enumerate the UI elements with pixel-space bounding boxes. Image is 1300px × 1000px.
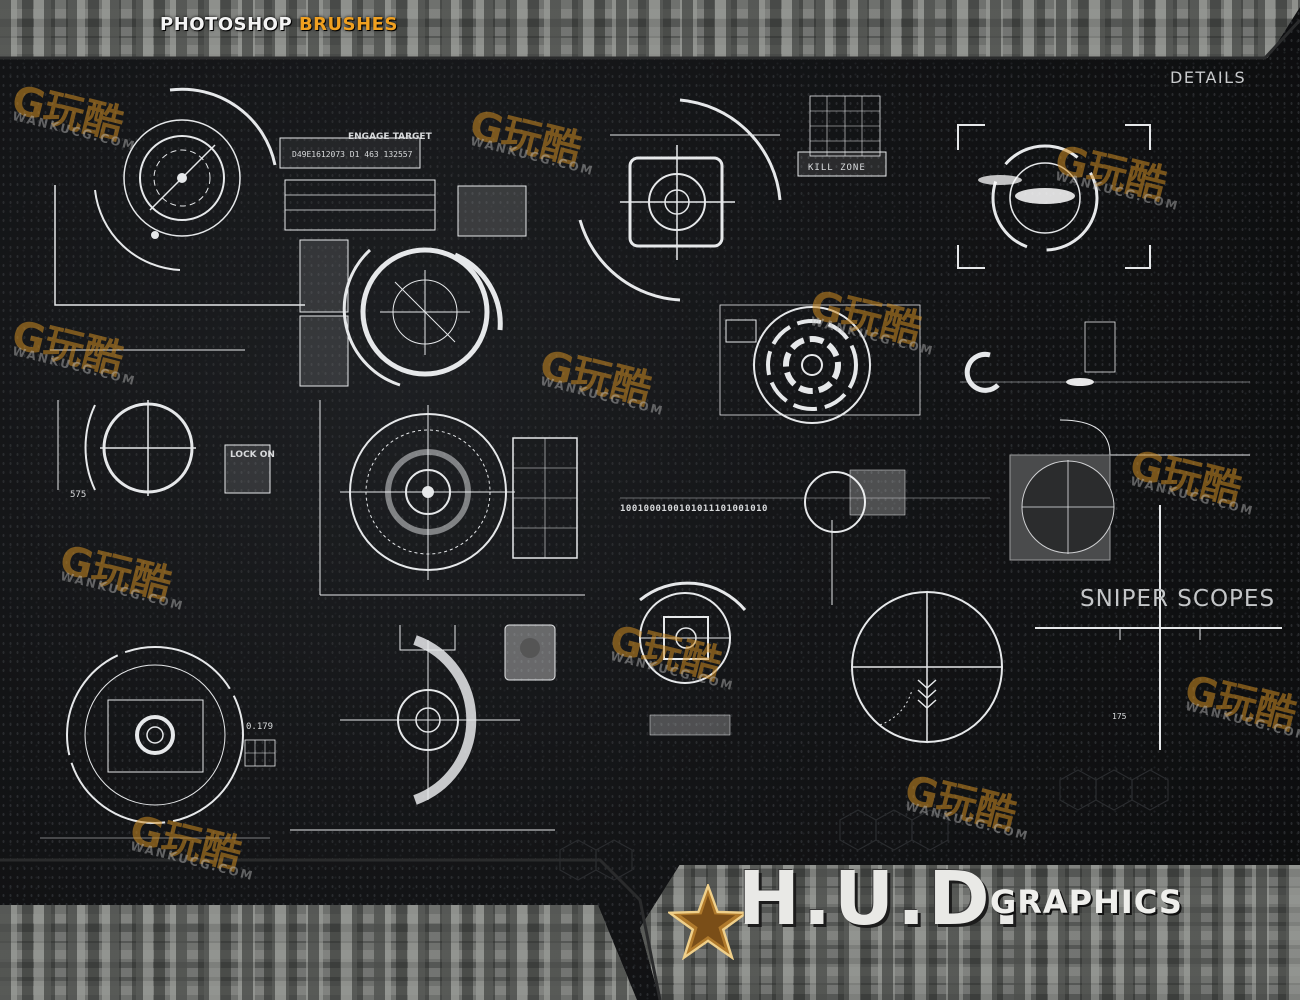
readout-175: 175 xyxy=(1112,712,1127,721)
top-camo-banner xyxy=(0,0,1300,58)
hud-center-scope xyxy=(342,247,503,387)
hexagon-pattern xyxy=(559,769,1169,881)
bottom-left-camo-banner xyxy=(0,905,637,1000)
star-icon xyxy=(668,884,748,960)
readout-575: 575 xyxy=(70,490,87,500)
hud-half-ring-scope xyxy=(290,624,556,831)
top-frame-edge xyxy=(0,18,1300,60)
title-photoshop: PHOTOSHOP xyxy=(160,14,293,35)
hud-flare-scanner xyxy=(960,321,1250,456)
hud-tracking-scope xyxy=(639,581,747,736)
engage-target-label: ENGAGE TARGET xyxy=(348,132,432,142)
coords-readout: D49E1612073 D1 463 132557 xyxy=(292,150,413,159)
title-brushes: BRUSHES xyxy=(298,14,398,35)
sniper-scopes-label: SNIPER SCOPES xyxy=(1080,586,1276,612)
lock-on-label: LOCK ON xyxy=(230,450,275,460)
bottom-right-camo-banner xyxy=(640,865,1300,1000)
hud-bracket-glow xyxy=(957,124,1151,269)
hud-sight-reticle xyxy=(578,95,887,302)
hud-radar-display xyxy=(1009,454,1115,561)
hud-segmented-ring xyxy=(719,304,921,424)
hud-lower-left-radar xyxy=(40,646,276,839)
hud-logo: H.U.D. xyxy=(738,856,1024,942)
hud-body-scan-scope xyxy=(319,400,585,596)
hud-engage-target-panel xyxy=(279,137,527,387)
page-title: PHOTOSHOP BRUSHES xyxy=(160,14,398,38)
binary-readout: 1001000100101011101001010 xyxy=(620,504,768,514)
details-link[interactable]: DETAILS xyxy=(1170,68,1247,87)
readout-0179: 0.179 xyxy=(246,722,274,732)
bottom-frame-edge xyxy=(0,858,662,1000)
hud-targeting-ring-1 xyxy=(54,87,305,306)
hud-sniper-scope xyxy=(851,591,1003,743)
kill-zone-label: KILL ZONE xyxy=(808,163,866,173)
hud-sniper-scale xyxy=(1035,505,1282,750)
hud-binary-streak xyxy=(620,469,990,605)
graphics-label: GRAPHICS xyxy=(990,883,1183,921)
hud-crosshair-scale xyxy=(50,349,271,496)
